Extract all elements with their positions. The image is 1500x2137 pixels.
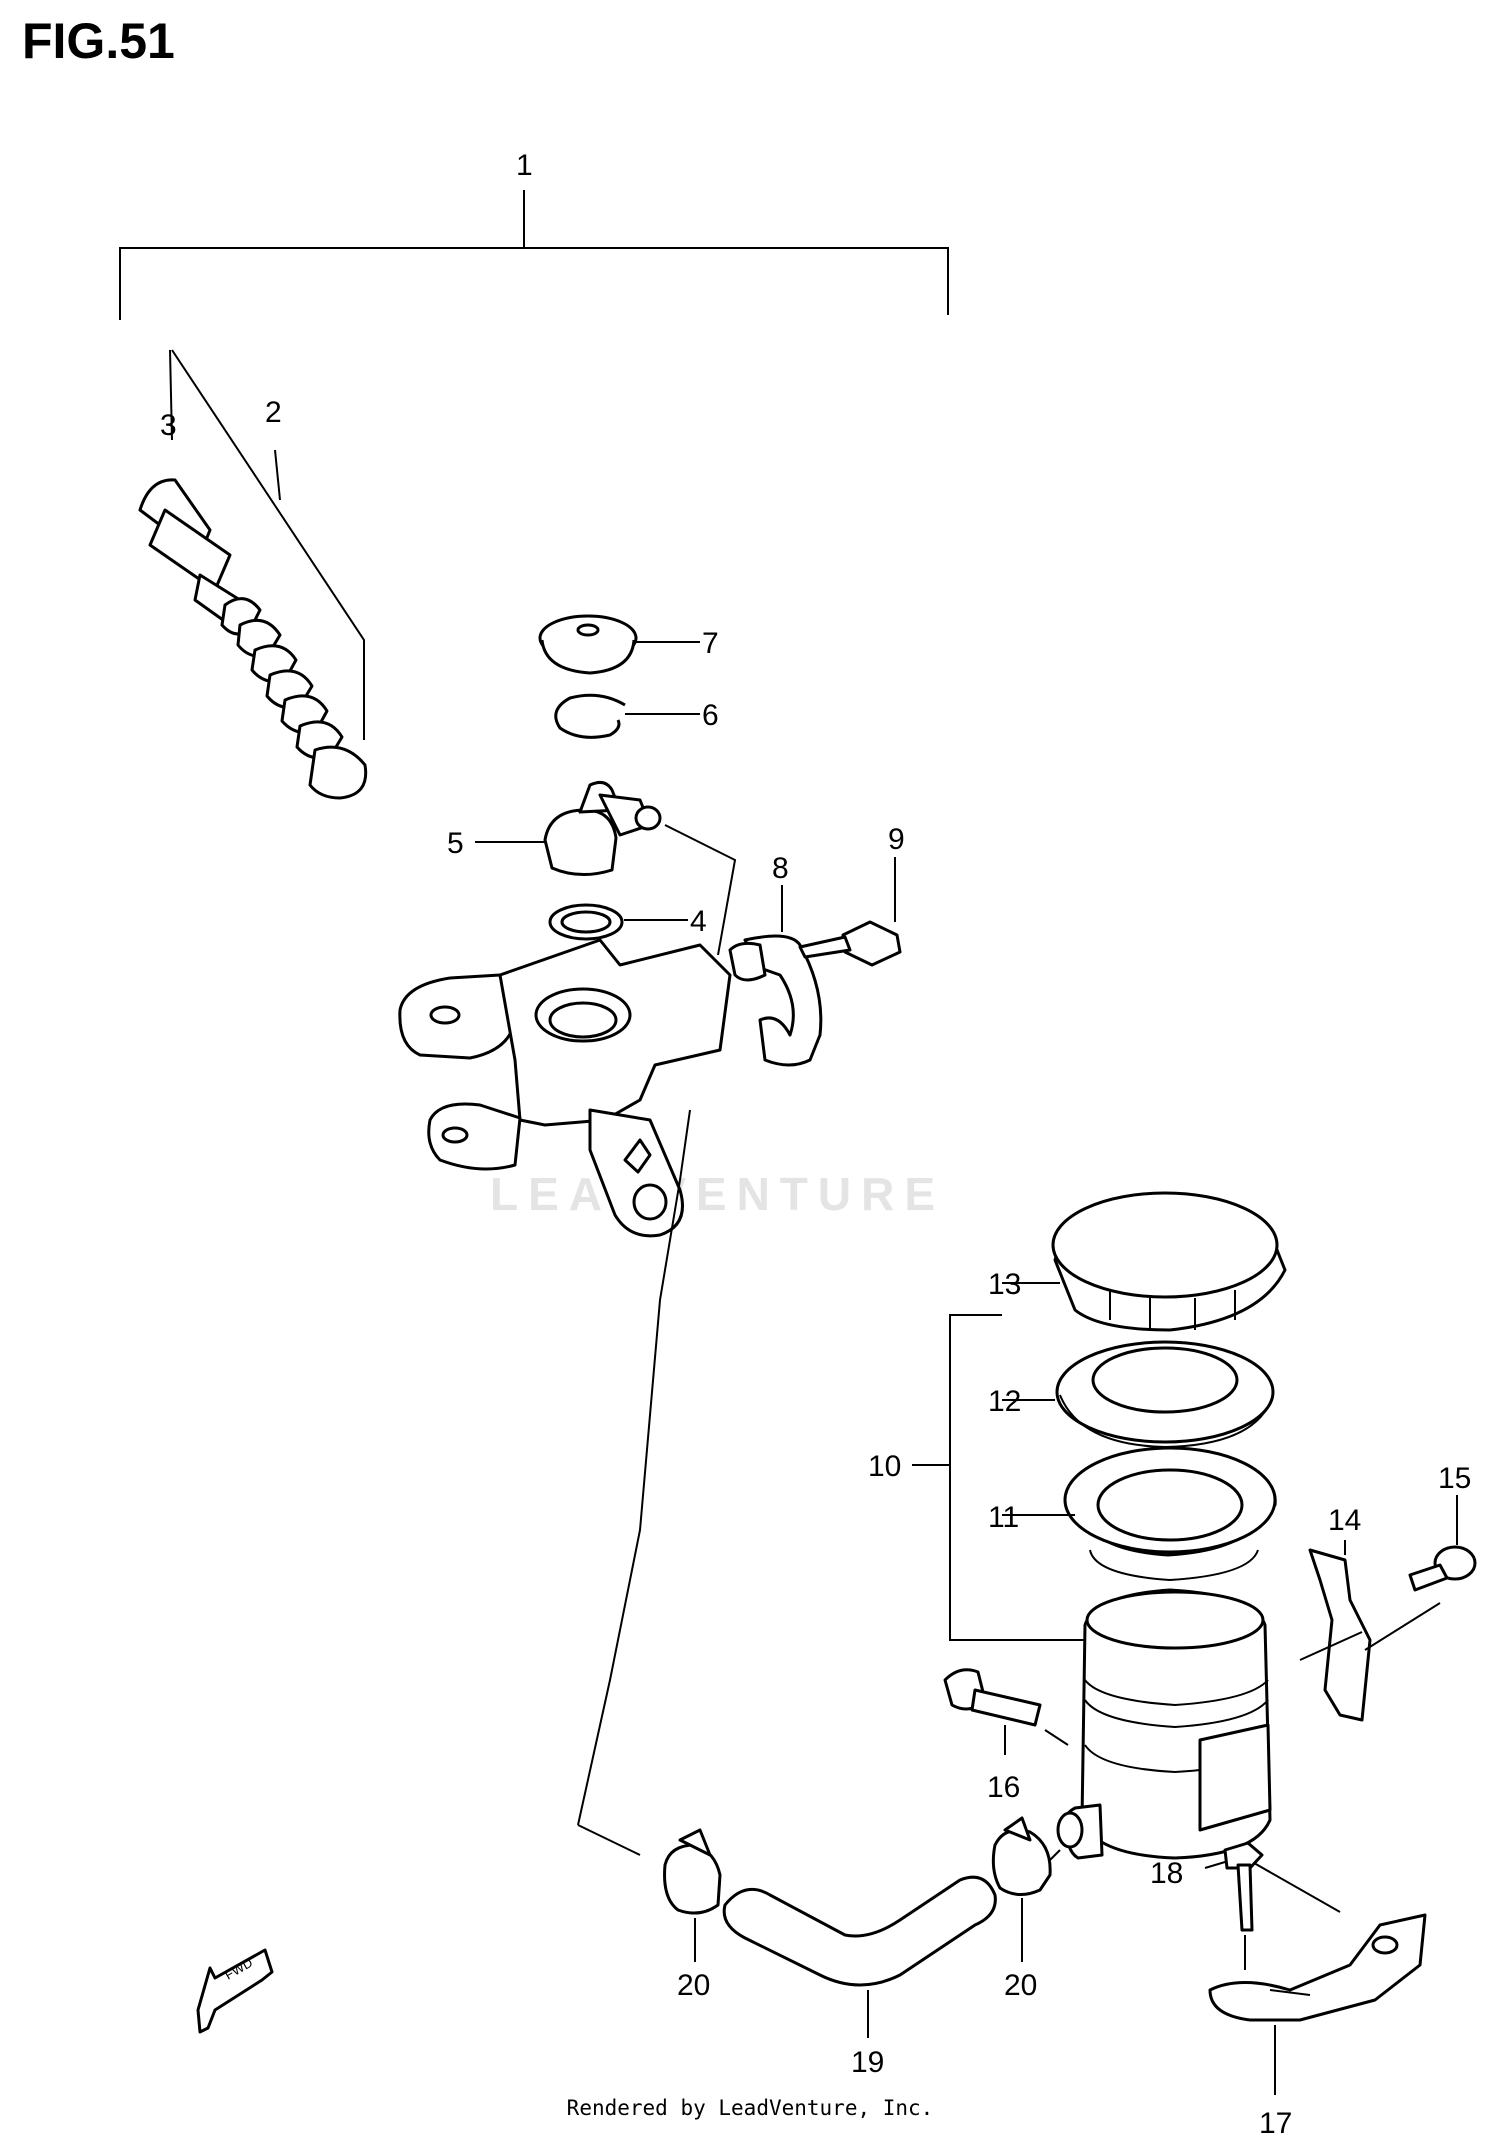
group-bracket-10 [912,1282,1085,1641]
connector-5[interactable] [475,780,737,956]
hose-19[interactable] [722,1875,997,2038]
bolt-9[interactable] [798,857,902,967]
hose-clamp-20-right[interactable] [991,1816,1061,1962]
callout-11: 11 [988,1501,1019,1534]
callout-2: 2 [265,396,282,429]
plate-12[interactable] [1055,1340,1275,1449]
piston-kit[interactable] [138,349,368,800]
master-cylinder-body [398,938,732,1856]
callout-1: 1 [516,149,533,182]
reservoir-body [1056,1588,1341,1913]
bracket-14[interactable] [1299,1540,1441,1722]
callout-14: 14 [1328,1504,1361,1537]
bolt-15[interactable] [1408,1495,1477,1592]
callout-18: 18 [1150,1857,1183,1890]
callout-12: 12 [988,1385,1021,1418]
callout-20-left: 20 [677,1969,710,2002]
diaphragm-11[interactable] [1063,1446,1277,1582]
callout-15: 15 [1438,1462,1471,1495]
cap-7[interactable] [538,614,700,675]
callout-9: 9 [888,823,905,856]
clamp-8[interactable] [728,885,823,1067]
spring-coils [220,597,368,800]
callout-16: 16 [987,1771,1020,1804]
callout-5: 5 [447,827,464,860]
watermark-text: LEADVENTURE [490,1168,945,1220]
callout-7: 7 [702,627,719,660]
fwd-arrow-icon: FWD [196,1948,274,2034]
callout-17: 17 [1259,2107,1292,2137]
bracket-17[interactable] [1208,1913,1427,2095]
circlip-6[interactable] [554,693,700,739]
bolt-18[interactable] [1204,1841,1264,1970]
callout-8: 8 [772,852,789,885]
figure-title: FIG.51 [22,13,175,69]
callout-20-right: 20 [1004,1969,1037,2002]
assembly-bracket-1 [119,190,949,320]
callout-3: 3 [160,409,177,442]
callout-10: 10 [868,1450,901,1483]
callout-6: 6 [702,699,719,732]
hose-clamp-20-left[interactable] [663,1828,722,1962]
footer-credit: Rendered by LeadVenture, Inc. [566,2096,934,2120]
reservoir-cap-13[interactable] [1051,1191,1287,1332]
callout-4: 4 [690,905,707,938]
callout-13: 13 [988,1268,1021,1301]
o-ring-4[interactable] [548,903,688,941]
bolt-16[interactable] [943,1668,1069,1755]
callout-labels: 1 2 3 4 5 6 7 8 9 10 11 12 13 14 15 16 1… [160,149,1471,2137]
callout-19: 19 [851,2046,884,2079]
